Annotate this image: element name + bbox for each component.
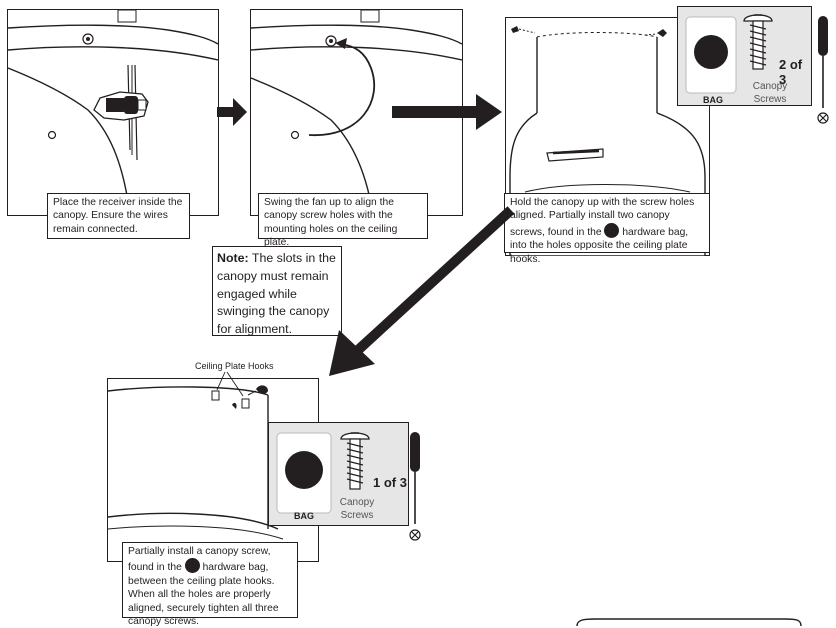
hardware-bag-illustration: [276, 432, 370, 514]
arrow-down-left-icon: [329, 206, 515, 376]
step3-caption: Hold the canopy up with the screw holes …: [504, 193, 710, 265]
screwdriver-icon: [409, 432, 421, 541]
canopy-screws-label: Canopy Screws: [752, 81, 788, 105]
callout-leader-lines: [216, 371, 244, 397]
note-label: Note:: [217, 251, 249, 265]
canopy-screw-icon: [340, 432, 370, 490]
step4-caption: Partially install a canopy screw, found …: [122, 542, 298, 627]
step4-caption-text-b: hardware bag, between the ceiling plate …: [128, 562, 279, 628]
screwdriver-icon: [817, 16, 829, 124]
screw-count: 2 of 3: [779, 57, 803, 87]
step2-illustration: [251, 10, 462, 215]
screw-icon: [511, 26, 536, 34]
step2-caption: Swing the fan up to align the canopy scr…: [258, 193, 428, 248]
next-panel-edge: [576, 618, 802, 626]
step4-panel: [107, 378, 319, 562]
step1-panel: [7, 9, 219, 216]
hardware-inset-1of3: BAG Canopy Screws 1 of 3: [268, 422, 409, 526]
screw-count: 1 of 3: [373, 475, 407, 490]
ceiling-plate-hooks-callout: Ceiling Plate Hooks: [195, 361, 274, 371]
note-text: The slots in the canopy must remain enga…: [217, 251, 336, 337]
step1-illustration: [8, 10, 218, 215]
step3-caption-text-b: hardware bag, into the holes opposite th…: [510, 226, 689, 265]
bag-dot-icon: [285, 451, 323, 489]
step1-caption: Place the receiver inside the canopy. En…: [47, 193, 190, 239]
screw-icon: [644, 29, 667, 37]
receiver-icon: [93, 91, 149, 121]
bag-dot-icon: [604, 222, 620, 238]
step4-caption-text-a: Partially install a canopy screw, found …: [128, 546, 271, 574]
bag-dot-icon: [184, 558, 200, 574]
note-box: Note: The slots in the canopy must remai…: [212, 246, 342, 336]
canopy-screw-icon: [743, 14, 773, 70]
bag-label: BAG: [703, 95, 723, 105]
bag-label: BAG: [294, 511, 314, 521]
arrow-right-icon: [217, 98, 247, 126]
arrow-right-icon: [392, 94, 502, 130]
step3-caption-text-a: Hold the canopy up with the screw holes …: [510, 197, 695, 238]
step1-caption-text: Place the receiver inside the canopy. En…: [53, 197, 183, 235]
hardware-inset-2of3: BAG Canopy Screws 2 of 3: [677, 6, 812, 106]
canopy-screws-label: Canopy Screws: [339, 497, 375, 521]
hardware-bag-illustration: [685, 14, 773, 94]
step4-illustration: [108, 385, 284, 561]
bag-dot-icon: [694, 35, 728, 69]
step2-caption-text: Swing the fan up to align the canopy scr…: [264, 197, 398, 249]
